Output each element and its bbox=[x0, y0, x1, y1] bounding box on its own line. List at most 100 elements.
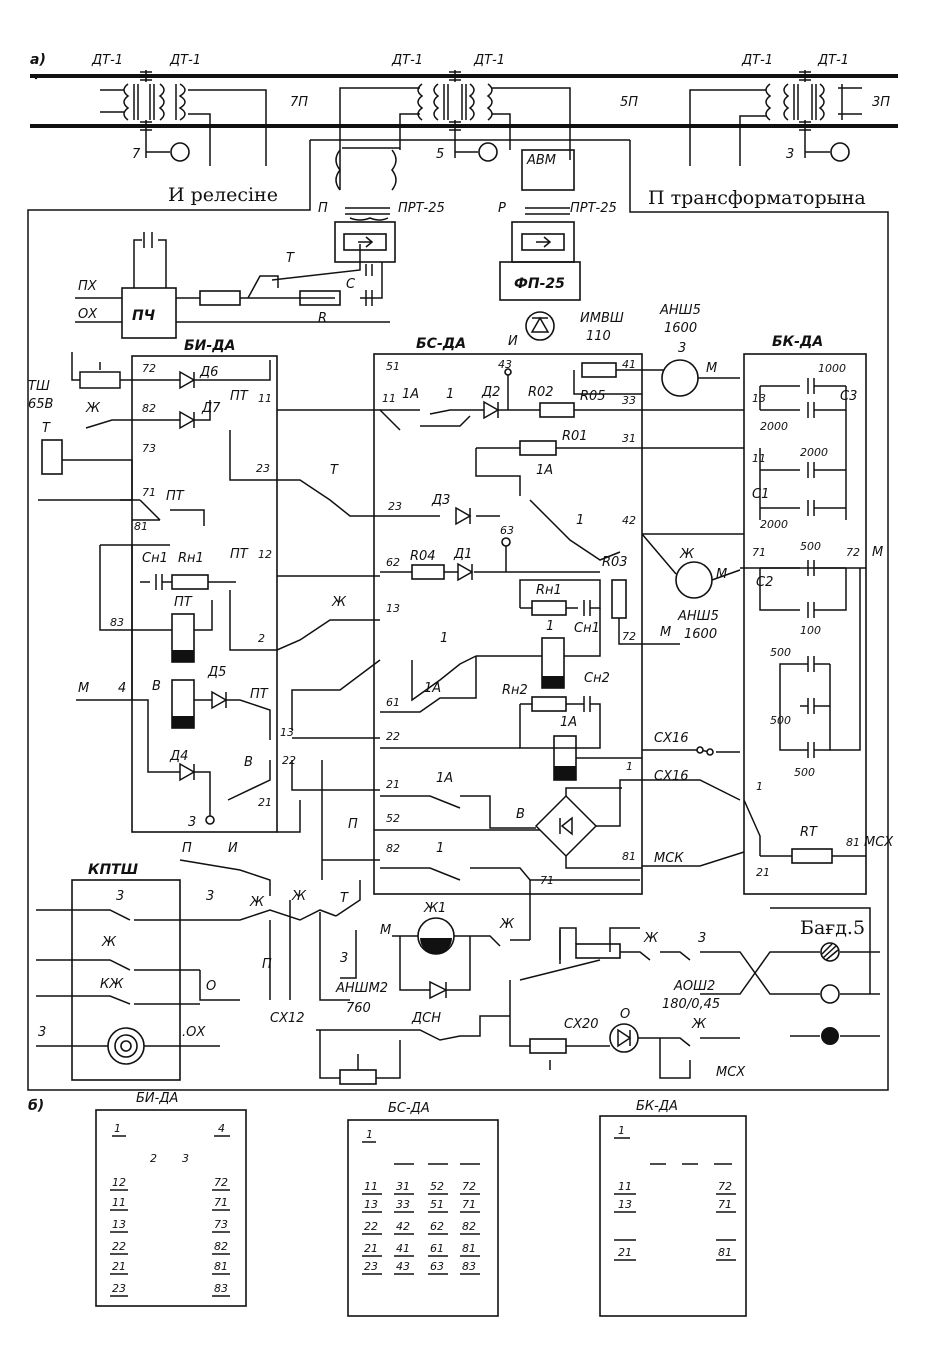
cn2-label: Cн2 bbox=[584, 671, 610, 686]
svg-text:62: 62 bbox=[430, 1220, 444, 1233]
motor-3-label: 3 bbox=[678, 341, 686, 356]
bi-bs-wiring: Т Ж bbox=[227, 409, 471, 880]
svg-text:72: 72 bbox=[718, 1180, 732, 1193]
msk-label: МСК bbox=[654, 851, 684, 866]
svg-text:52: 52 bbox=[430, 1180, 444, 1193]
bi-da-title: БИ-ДА bbox=[184, 338, 236, 354]
anshs-label: АНШ5 bbox=[677, 609, 719, 624]
contact-p-label: П bbox=[262, 957, 272, 972]
motor-3 bbox=[661, 359, 699, 397]
contact-1-label: 1 bbox=[440, 631, 448, 646]
svg-text:БС-ДА: БС-ДА bbox=[388, 1101, 430, 1116]
svg-text:43: 43 bbox=[396, 1260, 410, 1273]
table-bi-da: БИ-ДА 1 2 3 4 12 11 13 22 21 23 72 71 73… bbox=[95, 1091, 247, 1307]
part-a-label: а) bbox=[30, 52, 46, 68]
anshs-label: АНШ5 bbox=[659, 303, 701, 318]
contact-1a-label: 1А bbox=[536, 463, 553, 478]
rn1-label: Rн1 bbox=[178, 551, 204, 566]
svg-text:21: 21 bbox=[618, 1246, 632, 1259]
msx-label: МСХ bbox=[864, 835, 894, 850]
rn2-label: Rн2 bbox=[502, 683, 528, 698]
kptsh-zh-label: Ж bbox=[101, 935, 117, 950]
svg-text:42: 42 bbox=[622, 514, 636, 527]
svg-text:11: 11 bbox=[258, 392, 272, 405]
svg-text:1: 1 bbox=[618, 1124, 625, 1137]
part-b-label: б) bbox=[28, 1098, 44, 1114]
contact-zh-label: Ж bbox=[249, 895, 265, 910]
contact-z-label: 3 bbox=[206, 889, 214, 904]
choke-transformer-middle bbox=[339, 83, 571, 190]
svg-text:13: 13 bbox=[280, 726, 294, 739]
v-label: В bbox=[244, 755, 253, 770]
caption-fig5: Бағд.5 bbox=[800, 917, 865, 939]
contact-1a-label: 1А bbox=[402, 387, 419, 402]
bs-da-title: БС-ДА bbox=[416, 336, 466, 352]
svg-text:41: 41 bbox=[622, 358, 636, 371]
anshm-value: 760 bbox=[346, 1001, 371, 1016]
svg-text:61: 61 bbox=[430, 1242, 444, 1255]
svg-text:500: 500 bbox=[770, 714, 791, 727]
section-7p: 7П bbox=[290, 95, 308, 110]
capacitor-bank bbox=[759, 378, 861, 758]
outer-frame bbox=[27, 139, 889, 1091]
m-label: М bbox=[660, 625, 671, 640]
svg-text:61: 61 bbox=[386, 696, 400, 709]
signal-5: 5 bbox=[436, 132, 498, 162]
prt-p-label: П bbox=[318, 201, 328, 216]
svg-text:5: 5 bbox=[436, 147, 444, 162]
svg-text:1000: 1000 bbox=[818, 362, 846, 375]
bs-da-block: БС-ДА 1А 1 Д2 R02 43 R05 R01 1А Д3 1 R04… bbox=[348, 336, 745, 895]
choke-transformer-right bbox=[689, 83, 862, 166]
imvsh-lamp bbox=[525, 311, 555, 341]
px-label: 3 bbox=[38, 1025, 46, 1040]
svg-text:11: 11 bbox=[752, 452, 766, 465]
r-label: R bbox=[318, 311, 327, 326]
c2-label: С2 bbox=[756, 575, 773, 590]
fp25-label: ФП-25 bbox=[514, 276, 565, 292]
svg-text:62: 62 bbox=[386, 556, 400, 569]
svg-text:13: 13 bbox=[752, 392, 766, 405]
avm-label: АВМ bbox=[526, 153, 556, 168]
pch-block: ПЧ ПХ ОХ Т С R bbox=[75, 232, 390, 339]
svg-text:1: 1 bbox=[366, 1128, 373, 1141]
svg-text:71: 71 bbox=[142, 486, 156, 499]
svg-text:43: 43 bbox=[498, 358, 512, 371]
relay-1-label: 1 bbox=[546, 619, 554, 634]
svg-text:11: 11 bbox=[382, 392, 396, 405]
d5-label: Д5 bbox=[207, 665, 226, 680]
svg-text:83: 83 bbox=[462, 1260, 476, 1273]
pch-label: ПЧ bbox=[132, 308, 156, 324]
svg-text:2000: 2000 bbox=[800, 446, 828, 459]
cx16-label: СХ16 bbox=[654, 769, 689, 784]
section-5p: 5П bbox=[620, 95, 638, 110]
svg-text:33: 33 bbox=[622, 394, 636, 407]
m-label: М bbox=[78, 681, 89, 696]
kptsh-block: КПТШ 3 Ж КЖ 3 .ОХ bbox=[36, 862, 240, 1081]
svg-text:83: 83 bbox=[110, 616, 124, 629]
svg-text:22: 22 bbox=[364, 1220, 378, 1233]
imvsh-label: ИМВШ bbox=[580, 311, 624, 326]
svg-text:500: 500 bbox=[794, 766, 815, 779]
svg-text:41: 41 bbox=[396, 1242, 410, 1255]
imvsh-value: 110 bbox=[586, 329, 611, 344]
bi-da-block: БИ-ДА ТШ 65В Т Ж Д6 Д7 ПТ Cн1 Rн1 ПТ М 4 bbox=[28, 338, 296, 833]
svg-text:500: 500 bbox=[770, 646, 791, 659]
anshs-value: 1600 bbox=[684, 627, 717, 642]
aosh-label: АОШ2 bbox=[673, 979, 715, 994]
terminal-tables: б) БИ-ДА 1 2 3 4 12 11 13 22 21 23 72 71… bbox=[28, 1091, 747, 1317]
svg-text:52: 52 bbox=[386, 812, 400, 825]
svg-text:4: 4 bbox=[218, 1122, 225, 1135]
svg-text:71: 71 bbox=[462, 1198, 476, 1211]
d6-label: Д6 bbox=[199, 365, 218, 380]
d2-label: Д2 bbox=[481, 385, 500, 400]
svg-text:БК-ДА: БК-ДА bbox=[636, 1099, 678, 1114]
svg-text:72: 72 bbox=[462, 1180, 476, 1193]
dt1-label: ДТ-1 bbox=[741, 53, 773, 68]
svg-text:3: 3 bbox=[182, 1152, 189, 1165]
svg-text:23: 23 bbox=[388, 500, 402, 513]
tsh-label: ТШ bbox=[28, 379, 50, 394]
contact-zh-label: Ж bbox=[643, 931, 659, 946]
svg-text:2: 2 bbox=[150, 1152, 157, 1165]
bk-da-block: БК-ДА С3 С1 С2 1000 2000 2000 2000 500 1… bbox=[642, 334, 894, 895]
pt-label: ПТ bbox=[166, 489, 185, 504]
